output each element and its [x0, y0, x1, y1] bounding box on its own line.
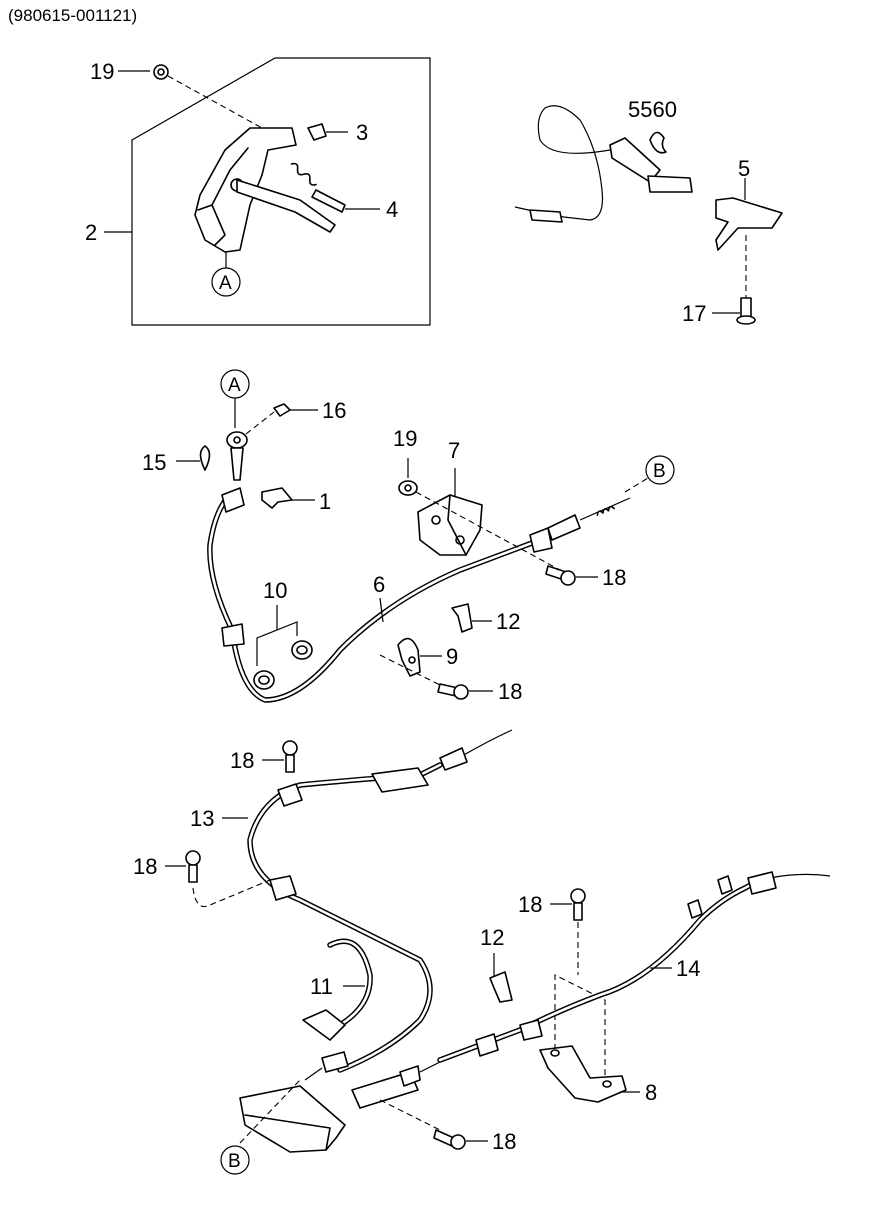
- cable-eye-end: [226, 431, 248, 449]
- clip-1: [261, 487, 293, 509]
- pedal-pad: [311, 189, 346, 213]
- nut-19b: [398, 480, 418, 496]
- hose-11: [327, 938, 373, 1028]
- callout-7: 7: [448, 438, 460, 463]
- front-cable: [207, 492, 543, 703]
- callout-8: 8: [645, 1080, 657, 1105]
- pin-16: [273, 403, 291, 417]
- return-spring: [290, 162, 317, 186]
- callout-5560: 5560: [628, 97, 677, 122]
- ref-circle-a1: [211, 267, 241, 297]
- cable-13-bracket: [371, 767, 429, 793]
- callout-18c: 18: [230, 748, 254, 773]
- ref-label-b1: B: [653, 461, 666, 482]
- clip-12a: [451, 603, 473, 633]
- release-rod: [647, 175, 693, 193]
- rear-cable-group: [165, 729, 831, 1175]
- callout-11: 11: [310, 974, 333, 999]
- clip-3: [307, 123, 327, 141]
- equalizer: [351, 1071, 419, 1109]
- nut-19a: [153, 64, 169, 80]
- screw-17: [740, 297, 752, 319]
- callout-17: 17: [682, 301, 706, 326]
- callout-1: 1: [319, 489, 331, 514]
- callout-9: 9: [446, 644, 458, 669]
- callout-14: 14: [676, 956, 700, 981]
- callout-19a: 19: [90, 59, 114, 84]
- callout-16: 16: [322, 398, 346, 423]
- callout-13: 13: [190, 806, 214, 831]
- clip-5560: [649, 131, 667, 154]
- rear-cable-14: [437, 877, 763, 1063]
- ref-circle-b1: [645, 455, 675, 485]
- pedal-lever: [236, 179, 336, 233]
- callout-3: 3: [356, 120, 368, 145]
- callout-12a: 12: [496, 609, 520, 634]
- callout-12b: 12: [480, 925, 504, 950]
- ref-label-a1: A: [219, 273, 232, 294]
- release-cable: [514, 105, 611, 221]
- release-handle-group: [514, 105, 783, 325]
- callout-18b: 18: [498, 679, 522, 704]
- clip-12b: [489, 971, 513, 1003]
- callout-18f: 18: [492, 1129, 516, 1154]
- bolt-18d: [185, 850, 201, 866]
- callout-18a: 18: [602, 565, 626, 590]
- cable-end-fitting: [547, 514, 581, 541]
- bolt-18c: [282, 740, 298, 756]
- assembly-box-frame: [131, 57, 431, 326]
- clamp-9: [397, 637, 421, 677]
- callout-19b: 19: [393, 426, 417, 451]
- mounting-plate: [239, 1085, 346, 1153]
- callout-6: 6: [373, 572, 385, 597]
- callout-18d: 18: [133, 854, 157, 879]
- bracket-8: [539, 1045, 627, 1103]
- ref-label-b2: B: [228, 1151, 241, 1172]
- callout-10: 10: [263, 578, 287, 603]
- front-cable-group: [176, 369, 675, 703]
- callout-2: 2: [85, 220, 97, 245]
- ref-circle-b2: [220, 1145, 250, 1175]
- grommet-10b: [291, 640, 313, 660]
- callout-5: 5: [738, 156, 750, 181]
- pedal-assembly-group: [104, 57, 431, 326]
- ref-label-a2: A: [228, 375, 241, 396]
- release-handle: [715, 197, 783, 251]
- callout-labels: 19 3 4 2 A 5560 5 17 A 16 15 1 19 7 B 18…: [85, 59, 750, 1172]
- callout-18e: 18: [518, 892, 542, 917]
- callout-15: 15: [142, 450, 166, 475]
- callout-4: 4: [386, 197, 398, 222]
- clip-15: [199, 445, 211, 471]
- bolt-18e: [570, 888, 586, 904]
- diagram-code: (980615-001121): [8, 6, 138, 25]
- grommet-10a: [253, 670, 275, 690]
